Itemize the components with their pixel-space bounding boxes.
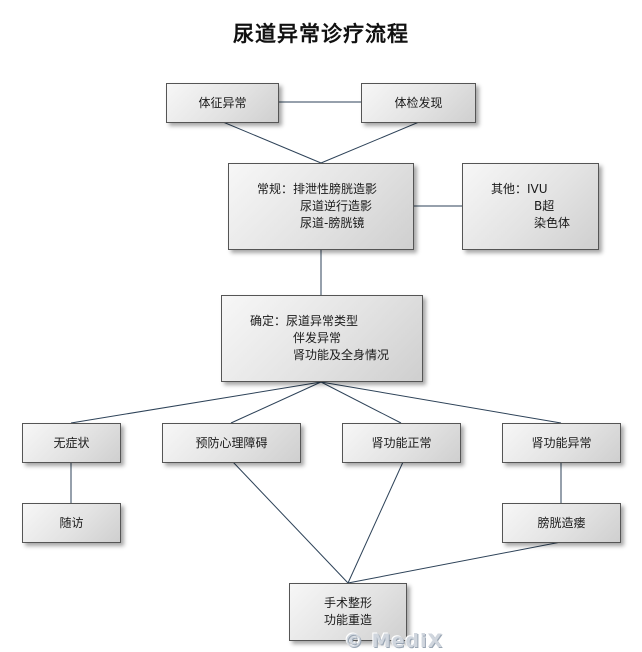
routine-line-1: 排泄性膀胱造影 [293, 182, 378, 196]
connector-renal-normal-surgery [347, 461, 404, 584]
other-line-3: 染色体 [534, 216, 571, 230]
routine-prefix: 常规： [257, 182, 294, 196]
node-signs-abnormal: 体征异常 [166, 83, 279, 123]
connector-prevent-surgery [232, 461, 349, 584]
node-exam-findings-label: 体检发现 [394, 95, 443, 110]
other-line-1: IVU [527, 182, 548, 196]
medix-watermark: © MediX [344, 630, 444, 652]
node-signs-abnormal-label: 体征异常 [198, 95, 247, 110]
node-renal-abnormal-label: 肾功能异常 [531, 435, 592, 450]
node-renal-normal: 肾功能正常 [342, 423, 461, 463]
node-asymptomatic-label: 无症状 [53, 435, 90, 450]
connector-confirm-asymptomatic [70, 381, 322, 424]
node-routine-exams: 常规： 排泄性膀胱造影 尿道逆行造影 尿道-膀胱镜 [228, 163, 414, 250]
node-followup-label: 随访 [59, 515, 84, 530]
node-followup: 随访 [22, 503, 121, 543]
routine-line-3: 尿道-膀胱镜 [300, 216, 365, 230]
connector-cystostomy-surgery [347, 541, 562, 584]
node-other-exams: 其他： IVU B超 染色体 [462, 163, 599, 250]
connector-signs-routine [222, 121, 322, 164]
connector-confirm-renal-normal [320, 381, 402, 424]
node-prevent-psych-label: 预防心理障碍 [195, 435, 268, 450]
surgery-line-2: 功能重造 [323, 613, 372, 627]
page-title: 尿道异常诊疗流程 [233, 22, 409, 46]
other-prefix: 其他： [491, 182, 528, 196]
node-renal-normal-label: 肾功能正常 [371, 435, 432, 450]
node-cystostomy-label: 膀胱造瘘 [537, 515, 586, 530]
node-surgery: 手术整形 功能重造 [289, 583, 407, 641]
node-renal-abnormal: 肾功能异常 [502, 423, 621, 463]
surgery-line-1: 手术整形 [323, 596, 372, 610]
node-asymptomatic: 无症状 [22, 423, 121, 463]
connector-confirm-prevent [230, 381, 322, 424]
node-exam-findings: 体检发现 [361, 83, 476, 123]
confirm-line-3: 肾功能及全身情况 [293, 348, 390, 362]
connector-confirm-renal-abnormal [320, 381, 562, 424]
node-cystostomy: 膀胱造瘘 [502, 503, 621, 543]
node-confirm: 确定： 尿道异常类型 伴发异常 肾功能及全身情况 [221, 295, 423, 382]
other-line-2: B超 [534, 199, 555, 213]
confirm-line-2: 伴发异常 [293, 331, 342, 345]
confirm-prefix: 确定： [250, 314, 287, 328]
connector-exam-routine [320, 121, 420, 164]
confirm-line-1: 尿道异常类型 [286, 314, 359, 328]
node-prevent-psych: 预防心理障碍 [162, 423, 301, 463]
routine-line-2: 尿道逆行造影 [300, 199, 373, 213]
